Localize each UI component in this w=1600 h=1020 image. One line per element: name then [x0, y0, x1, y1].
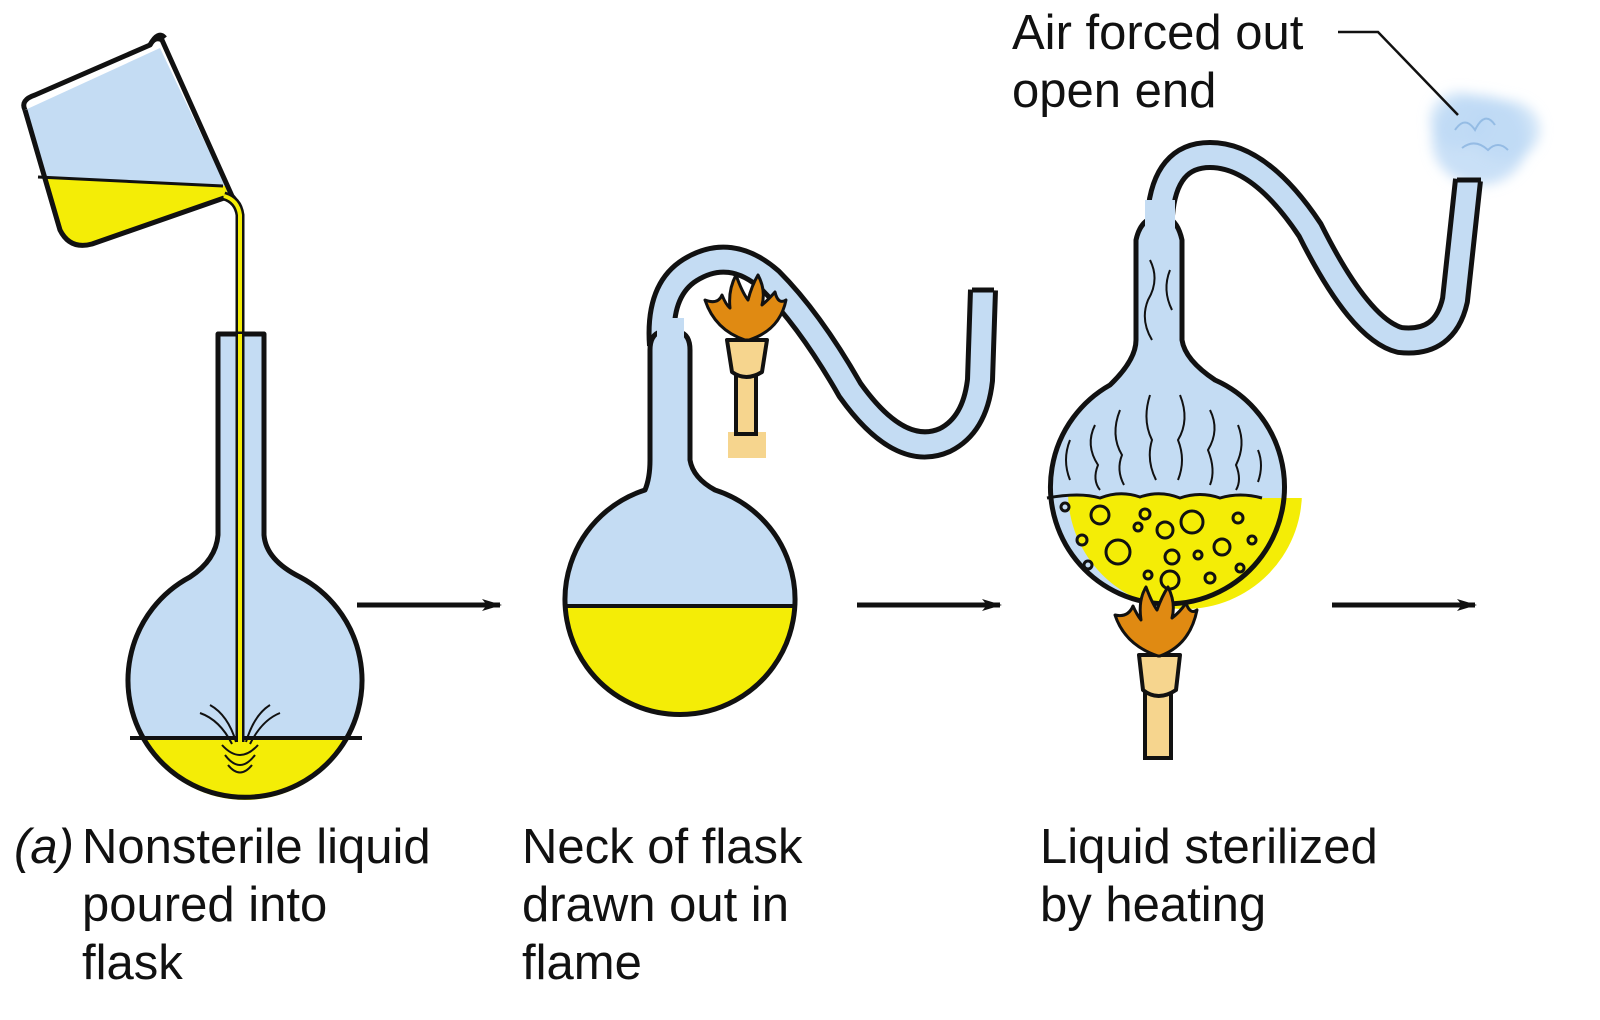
step-3-flask: [1046, 30, 1540, 760]
step-2-caption-line-3: flame: [522, 936, 642, 990]
step-3-caption-line-1: Liquid sterilized: [1040, 820, 1378, 874]
bunsen-flame-icon: [703, 273, 788, 458]
step-2-caption-line-1: Neck of flask: [522, 820, 803, 874]
bunsen-flame-icon: [1113, 585, 1199, 760]
step-1-caption-line-1: Nonsterile liquid: [82, 820, 431, 874]
swan-neck-flask-icon: [1046, 200, 1302, 609]
air-callout-line-1: Air forced out: [1012, 6, 1304, 60]
air-callout-line-2: open end: [1012, 64, 1217, 118]
steam-icon: [1430, 92, 1540, 185]
callout-leader-line: [1338, 30, 1459, 116]
part-label: (a): [14, 820, 74, 874]
step-3-caption-line-2: by heating: [1040, 878, 1267, 932]
beaker-icon: [21, 32, 243, 248]
air-callout-label: Air forced out open end: [1012, 4, 1303, 120]
step-2-caption-line-2: drawn out in: [522, 878, 789, 932]
step-1-flask: [21, 32, 365, 800]
flask-icon: [125, 331, 365, 800]
step-1-caption: Nonsterile liquid poured into flask: [82, 818, 431, 992]
step-1-caption-line-3: flask: [82, 936, 183, 990]
swan-neck-flask-icon: [562, 318, 798, 717]
step-2-flask: [562, 244, 998, 717]
step-1-caption-line-2: poured into: [82, 878, 328, 932]
step-2-caption: Neck of flask drawn out in flame: [522, 818, 802, 992]
step-3-caption: Liquid sterilized by heating: [1040, 818, 1378, 934]
